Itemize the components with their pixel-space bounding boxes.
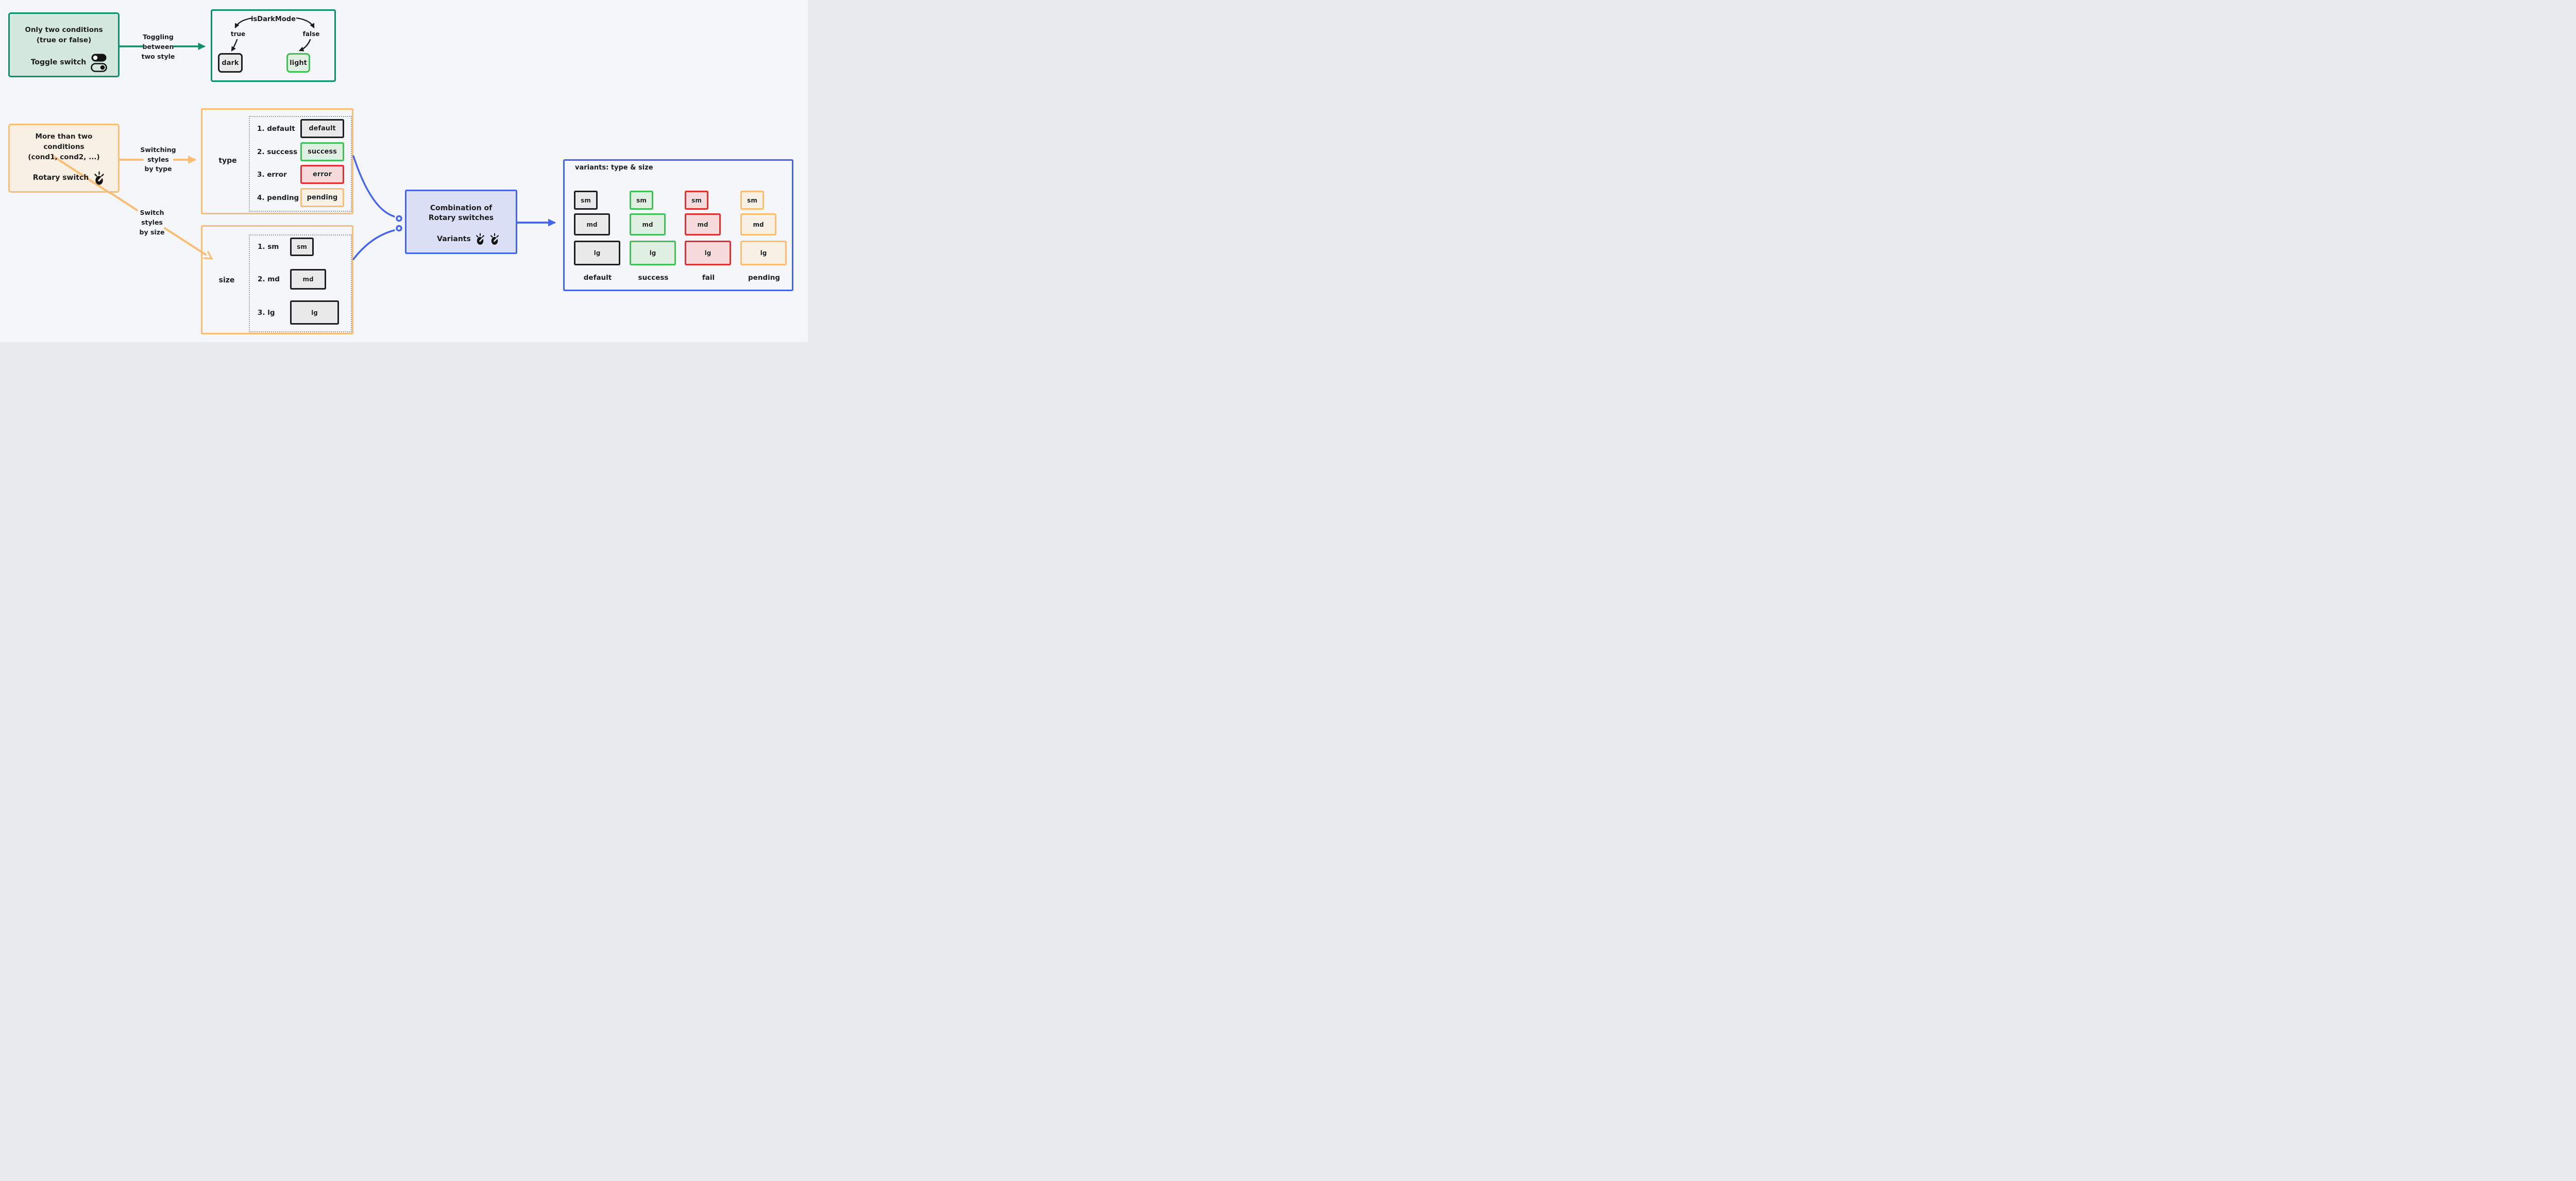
variants-box: variants: type & size sm md lg default s…: [563, 159, 793, 291]
diagram-canvas: Only two conditions (true or false) Togg…: [0, 0, 808, 342]
rotary-condition-box: More than two conditions (cond1, cond2, …: [8, 124, 120, 194]
type-list-item: 3. error error: [254, 165, 344, 184]
chip-sm: sm: [740, 191, 764, 210]
chip-error: error: [300, 165, 344, 184]
condition-text: Only two conditions: [25, 26, 103, 34]
arrow-label-line: styles: [147, 155, 169, 163]
chip-default: default: [300, 119, 344, 138]
arrow-label-line: styles: [141, 218, 163, 226]
type-box: type 1. default default 2. success succe…: [201, 108, 353, 214]
rotary-dial-icon: [489, 232, 500, 245]
condition-text: More than two: [35, 132, 93, 141]
toggle-switch-icon: [91, 53, 108, 72]
size-list-item: 1. sm sm: [254, 238, 345, 256]
condition-text: (true or false): [36, 36, 92, 44]
item-index: 2. md: [258, 275, 280, 283]
size-arrow-label: Switch styles by size: [126, 208, 178, 237]
arrow-label-line: between: [142, 43, 174, 50]
chip-md: md: [290, 269, 326, 290]
variants-label: Variants: [437, 234, 471, 243]
combination-box: Combination of Rotary switches Variants: [405, 190, 517, 254]
chip-md: md: [685, 213, 721, 235]
variant-column-default: sm md lg default: [574, 191, 621, 282]
condition-text: (cond1, cond2, ...): [28, 153, 100, 161]
column-label: fail: [702, 274, 715, 282]
variant-column-pending: sm md lg pending: [740, 191, 788, 282]
type-list-item: 4. pending pending: [254, 188, 344, 207]
toggle-condition-box: Only two conditions (true or false) Togg…: [8, 12, 120, 77]
size-box: size 1. sm sm 2. md md 3. lg lg: [201, 225, 353, 334]
column-label: success: [638, 274, 669, 282]
rotary-dial-icon: [93, 171, 105, 185]
arrow-label-line: by size: [139, 228, 165, 236]
variant-column-success: sm md lg success: [630, 191, 677, 282]
item-index: 2. success: [257, 147, 298, 156]
chip-md: md: [574, 213, 610, 235]
item-index: 1. default: [257, 124, 295, 133]
chip-sm: sm: [574, 191, 598, 210]
type-box-label: type: [218, 157, 237, 165]
toggling-arrow-label: Toggling between two style: [132, 32, 184, 61]
chip-success: success: [300, 142, 344, 161]
arrow-label-line: two style: [141, 53, 175, 60]
size-box-label: size: [218, 276, 235, 284]
chip-dark: dark: [218, 53, 243, 73]
condition-text: conditions: [43, 143, 84, 151]
chip-sm: sm: [685, 191, 708, 210]
chip-light: light: [286, 53, 310, 73]
column-label: pending: [748, 274, 780, 282]
type-arrow-label: Switching styles by type: [132, 145, 184, 174]
chip-lg: lg: [740, 241, 787, 265]
column-label: default: [583, 274, 612, 282]
size-list-frame: [249, 234, 352, 332]
chip-lg: lg: [290, 300, 339, 325]
chip-sm: sm: [290, 238, 314, 256]
item-index: 1. sm: [258, 243, 279, 251]
size-list-item: 2. md md: [254, 269, 345, 290]
item-index: 3. lg: [258, 308, 275, 317]
chip-sm: sm: [630, 191, 653, 210]
item-index: 3. error: [257, 170, 287, 179]
toggle-switch-label: Toggle switch: [30, 58, 87, 66]
combination-curves: [352, 155, 402, 260]
chip-md: md: [740, 213, 776, 235]
branch-false-label: false: [302, 30, 320, 38]
chip-md: md: [630, 213, 666, 235]
arrow-label-line: Switch: [140, 209, 164, 216]
type-list-item: 1. default default: [254, 119, 344, 138]
branch-true-label: true: [230, 30, 246, 38]
darkmode-title: isDarkMode: [251, 15, 296, 23]
arrow-label-line: by type: [144, 165, 172, 173]
darkmode-box: isDarkMode true false dark light: [211, 9, 336, 82]
item-index: 4. pending: [257, 193, 299, 202]
chip-pending: pending: [300, 188, 344, 207]
arrow-label-line: Switching: [140, 146, 176, 154]
type-list-item: 2. success success: [254, 142, 344, 161]
chip-lg: lg: [630, 241, 676, 265]
variants-box-title: variants: type & size: [575, 164, 653, 172]
chip-lg: lg: [574, 241, 620, 265]
size-list-item: 3. lg lg: [254, 300, 345, 325]
variant-column-fail: sm md lg fail: [685, 191, 732, 282]
rotary-switch-label: Rotary switch: [32, 174, 89, 182]
arrow-label-line: Toggling: [143, 33, 174, 41]
combination-text: Combination of: [430, 204, 493, 212]
rotary-dial-icon: [475, 232, 485, 245]
combination-text: Rotary switches: [428, 214, 494, 222]
type-list-frame: [249, 116, 352, 212]
chip-lg: lg: [685, 241, 731, 265]
